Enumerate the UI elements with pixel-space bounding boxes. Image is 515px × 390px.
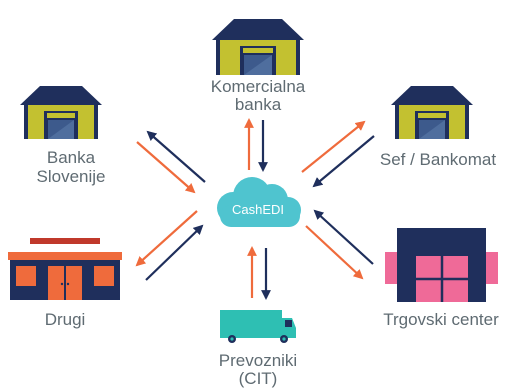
arrow-from-central-bank xyxy=(136,141,196,194)
cloud-icon xyxy=(217,177,301,227)
carriers-label-line1: Prevozniki xyxy=(219,351,297,370)
central-bank-label-line2: Slovenije xyxy=(37,167,106,186)
flow-arrows xyxy=(135,118,375,300)
carriers-label-line2: (CIT) xyxy=(239,369,278,388)
arrow-to-safe-atm xyxy=(301,120,366,173)
node-carriers: Prevozniki (CIT) xyxy=(219,310,297,388)
delivery-truck-icon xyxy=(220,310,296,343)
shop-icon xyxy=(8,238,122,300)
shopping-center-icon xyxy=(385,228,498,302)
hub-label: CashEDI xyxy=(232,202,284,217)
safe-atm-label: Sef / Bankomat xyxy=(380,150,497,169)
arrow-to-central-bank xyxy=(146,130,206,183)
arrow-from-other xyxy=(145,224,204,281)
arrow-to-shopping-center xyxy=(305,225,364,280)
bank-building-icon xyxy=(212,19,304,75)
commercial-bank-label-line2: banka xyxy=(235,95,282,114)
node-shopping-center: Trgovski center xyxy=(383,228,499,329)
other-label: Drugi xyxy=(45,310,86,329)
arrow-to-other xyxy=(135,210,198,267)
bank-building-icon xyxy=(20,86,102,139)
arrow-from-shopping-center xyxy=(313,209,374,265)
node-other: Drugi xyxy=(8,238,122,329)
shopping-center-label: Trgovski center xyxy=(383,310,499,329)
node-commercial-bank: Komercialna banka xyxy=(211,19,306,114)
central-bank-label-line1: Banka xyxy=(47,148,96,167)
commercial-bank-label-line1: Komercialna xyxy=(211,77,306,96)
node-central-bank: Banka Slovenije xyxy=(20,86,106,186)
node-safe-atm: Sef / Bankomat xyxy=(380,86,497,169)
bank-building-icon xyxy=(391,86,473,139)
arrow-from-safe-atm xyxy=(312,135,375,188)
cashedi-hub: CashEDI xyxy=(217,177,301,227)
